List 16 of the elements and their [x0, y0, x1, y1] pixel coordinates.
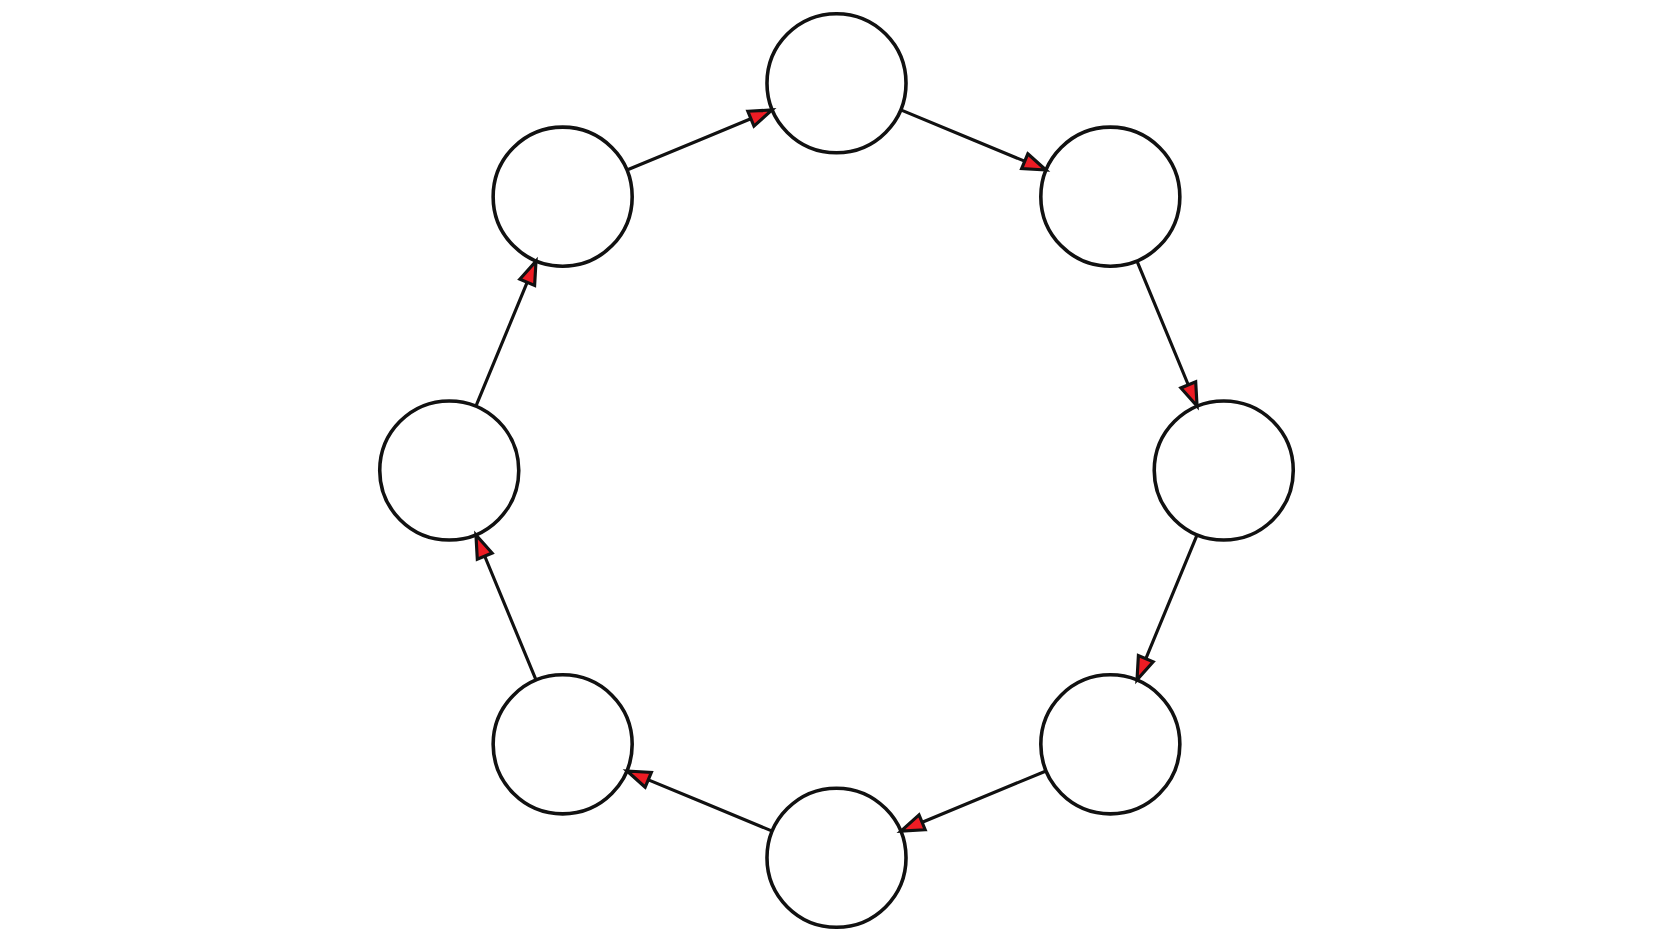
arrow — [626, 108, 776, 172]
node-circle — [490, 673, 634, 816]
node-circle — [490, 125, 634, 268]
arrow — [622, 769, 772, 833]
node-circle — [1038, 673, 1182, 816]
arrow — [1135, 260, 1199, 411]
node-circle — [1151, 399, 1295, 542]
node-circle — [764, 786, 908, 930]
node-circle — [1038, 125, 1182, 268]
node-circle — [764, 11, 908, 155]
arrow — [473, 530, 537, 681]
arrow — [1134, 534, 1198, 685]
arrow — [896, 769, 1046, 833]
node-circle — [377, 399, 521, 542]
arrow — [900, 108, 1050, 172]
arrow — [474, 256, 538, 407]
